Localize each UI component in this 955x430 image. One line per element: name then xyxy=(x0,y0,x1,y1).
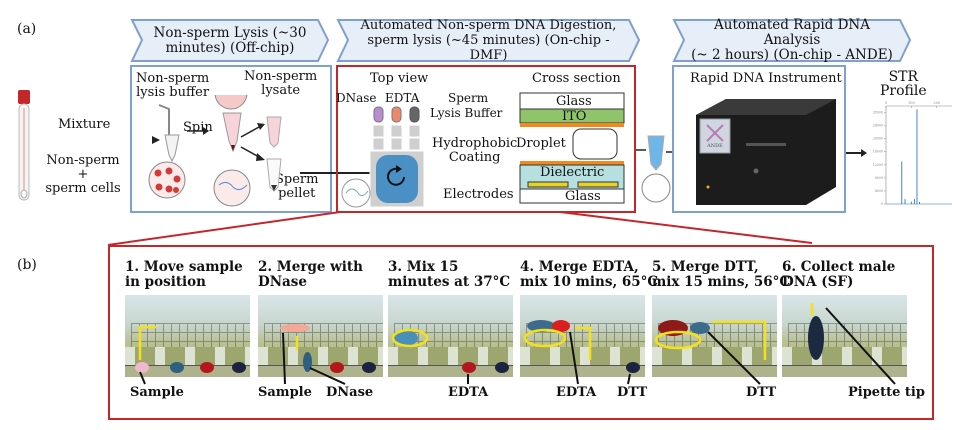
top-view-label: Top view xyxy=(370,71,429,86)
stage3-box xyxy=(672,65,846,213)
mix-droplet xyxy=(392,330,418,346)
droplet xyxy=(170,362,184,373)
sample-droplet xyxy=(280,324,310,332)
x-tick-label: 100 xyxy=(908,101,915,105)
instrument-label: Rapid DNA Instrument xyxy=(690,71,842,86)
panel-b-box xyxy=(108,245,934,420)
dnase-label: DNase xyxy=(326,385,374,400)
y-tick-label: 8000 xyxy=(875,176,883,180)
panel-label-b: (b) xyxy=(17,257,37,273)
rapid-dna-instrument: ANDE xyxy=(686,95,841,207)
arrow-to-profile xyxy=(846,149,867,157)
step-title: 4. Merge EDTA,mix 10 mins, 65°C xyxy=(520,259,659,290)
step-title: 5. Merge DTT,mix 15 mins, 56°C xyxy=(652,259,791,290)
lysis-buffer-chip-label: Lysis Buffer xyxy=(430,106,503,120)
droplet xyxy=(232,362,246,373)
chip-top-view xyxy=(341,106,425,208)
mixture-label: Mixture xyxy=(58,117,111,132)
y-tick-label: 4000 xyxy=(875,189,883,193)
y-tick-label: 28000 xyxy=(873,111,883,115)
stage1-illustration xyxy=(148,95,282,207)
ito-label: ITO xyxy=(562,109,587,124)
dnase-droplet xyxy=(303,352,312,372)
edta-label: EDTA xyxy=(385,91,420,105)
dtt-label: DTT xyxy=(746,385,777,400)
digest-tube-icon xyxy=(636,135,674,203)
stage3-header: Automated Rapid DNA Analysis(~ 2 hours) … xyxy=(672,18,912,63)
dielectric-label: Dielectric xyxy=(540,165,605,180)
male-dna-droplet xyxy=(808,316,824,360)
glass-bottom-label: Glass xyxy=(565,189,601,204)
droplet xyxy=(330,362,344,373)
step-photo xyxy=(652,295,777,377)
edta-droplet xyxy=(462,362,476,373)
electrodes-label: Electrodes xyxy=(443,187,514,202)
cells-label: Non-sperm +sperm cells xyxy=(45,153,121,196)
droplet xyxy=(495,362,509,373)
zoom-connector-lines xyxy=(107,211,813,246)
cross-section-label: Cross section xyxy=(532,71,621,86)
droplet xyxy=(362,362,376,373)
y-tick-label: 0 xyxy=(881,202,883,206)
sperm-label: Sperm xyxy=(448,91,489,105)
dtt-droplet xyxy=(690,322,710,334)
edta-label: EDTA xyxy=(448,385,489,400)
droplet xyxy=(200,362,214,373)
stage2-box xyxy=(336,65,636,213)
droplet-label: Droplet xyxy=(516,136,566,151)
sample-droplet xyxy=(135,362,149,373)
dtt-label: DTT xyxy=(617,385,648,400)
glass-top-label: Glass xyxy=(556,94,592,109)
sample-label: Sample xyxy=(258,385,312,400)
str-profile-chart: 0 100 200 0 4000 8000 12000 16000 20000 24000 2800… xyxy=(873,101,952,206)
edta-label: EDTA xyxy=(556,385,597,400)
mixture-arrow xyxy=(40,136,160,144)
ande-brand-text: ANDE xyxy=(706,143,723,149)
cross-section-diagram xyxy=(519,92,625,204)
y-tick-label: 24000 xyxy=(873,124,883,128)
dtt-droplet xyxy=(626,362,640,373)
y-tick-label: 12000 xyxy=(873,163,883,167)
dnase-label: DNase xyxy=(336,91,377,105)
y-tick-label: 16000 xyxy=(873,150,883,154)
y-tick-label: 20000 xyxy=(873,137,883,141)
step-photo xyxy=(125,295,250,377)
panel-label-a: (a) xyxy=(17,21,37,37)
sample-tube-icon xyxy=(18,90,30,201)
stage1-box xyxy=(130,65,332,213)
x-tick-label: 0 xyxy=(885,101,887,105)
x-tick-label: 200 xyxy=(933,101,940,105)
edta-droplet xyxy=(552,320,570,332)
pipette-tip-label: Pipette tip xyxy=(848,385,925,400)
step-photo xyxy=(782,295,907,377)
stage2-header: Automated Non-sperm DNA Digestion,sperm … xyxy=(336,18,641,63)
sample-label: Sample xyxy=(130,385,184,400)
